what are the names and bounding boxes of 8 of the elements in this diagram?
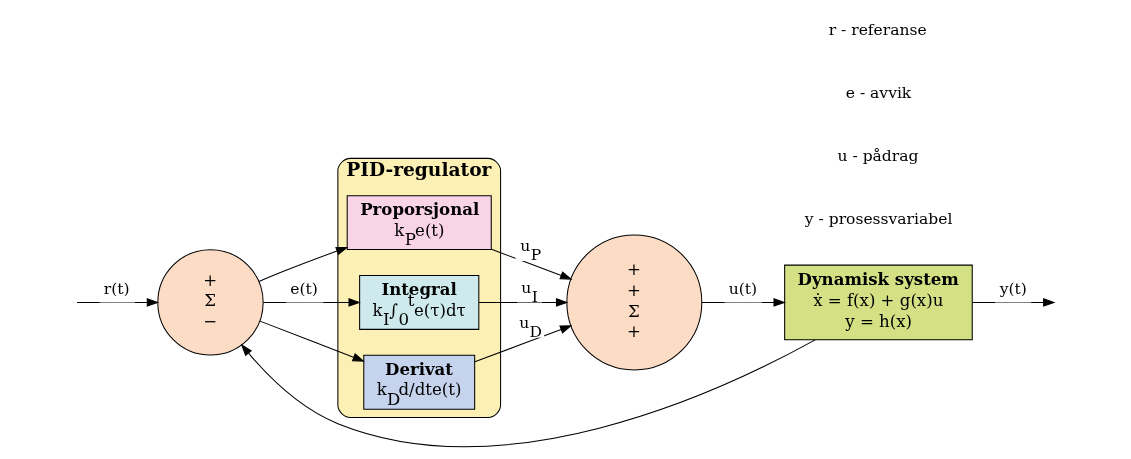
edge-label: u(t)	[728, 279, 758, 298]
label: e - avvik	[845, 83, 912, 102]
label: y - prosessvariabel	[804, 210, 953, 229]
edge-label: r(t)	[103, 279, 130, 298]
label: r - referanse	[828, 20, 927, 39]
edge-label: y(t)	[999, 279, 1027, 298]
label: u - pådrag	[837, 146, 919, 165]
edge-label: e(t)	[290, 279, 318, 298]
